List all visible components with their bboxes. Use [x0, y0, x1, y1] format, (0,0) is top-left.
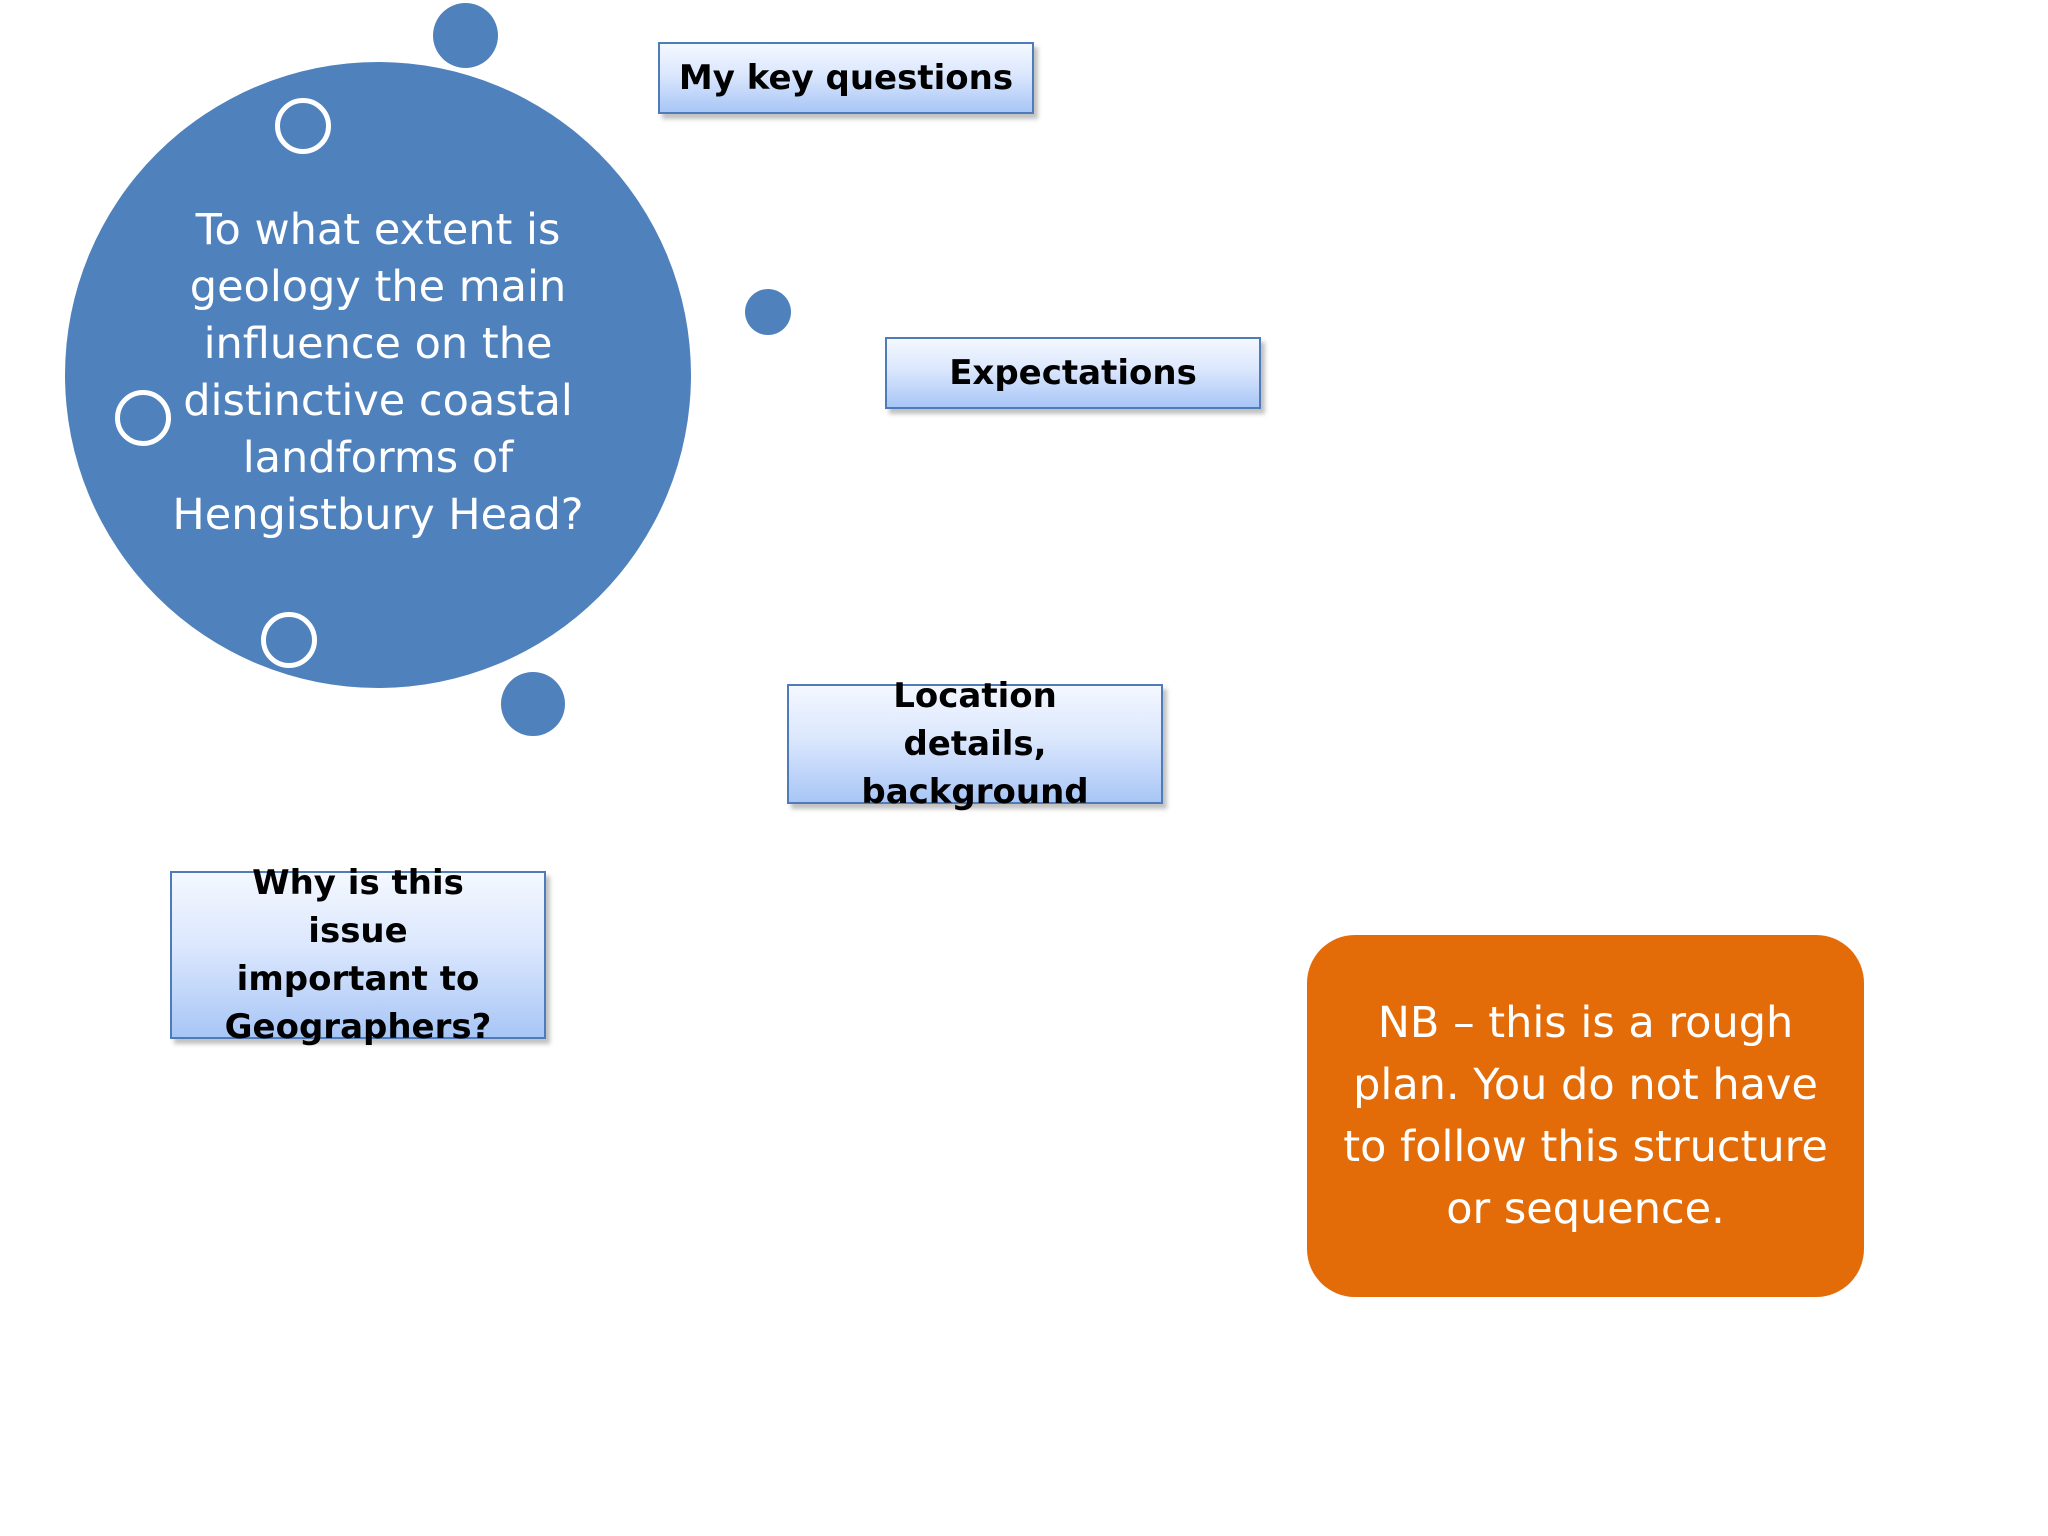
- orbit-dot-middle: [745, 289, 791, 335]
- orbit-ring-left: [115, 390, 171, 446]
- key-questions-label: My key questions: [678, 58, 1014, 98]
- importance-label: Why is this issue important to Geographe…: [224, 863, 492, 1047]
- rough-plan-note-text: NB – this is a rough plan. You do not ha…: [1343, 998, 1828, 1234]
- orbit-dot-bottom: [501, 672, 565, 736]
- key-questions-box: My key questions: [658, 42, 1034, 114]
- orbit-dot-top: [433, 3, 498, 68]
- expectations-label: Expectations: [949, 353, 1197, 393]
- expectations-box: Expectations: [885, 337, 1261, 409]
- orbit-ring-bottom: [261, 612, 317, 668]
- orbit-ring-top: [275, 98, 331, 154]
- importance-box: Why is this issue important to Geographe…: [170, 863, 546, 1047]
- central-question-circle: To what extent is geology the main influ…: [65, 62, 691, 688]
- central-question-text: To what extent is geology the main influ…: [172, 205, 584, 540]
- location-box: Location details, background: [787, 676, 1163, 812]
- location-label: Location details, background: [861, 676, 1089, 812]
- rough-plan-note: NB – this is a rough plan. You do not ha…: [1307, 935, 1864, 1297]
